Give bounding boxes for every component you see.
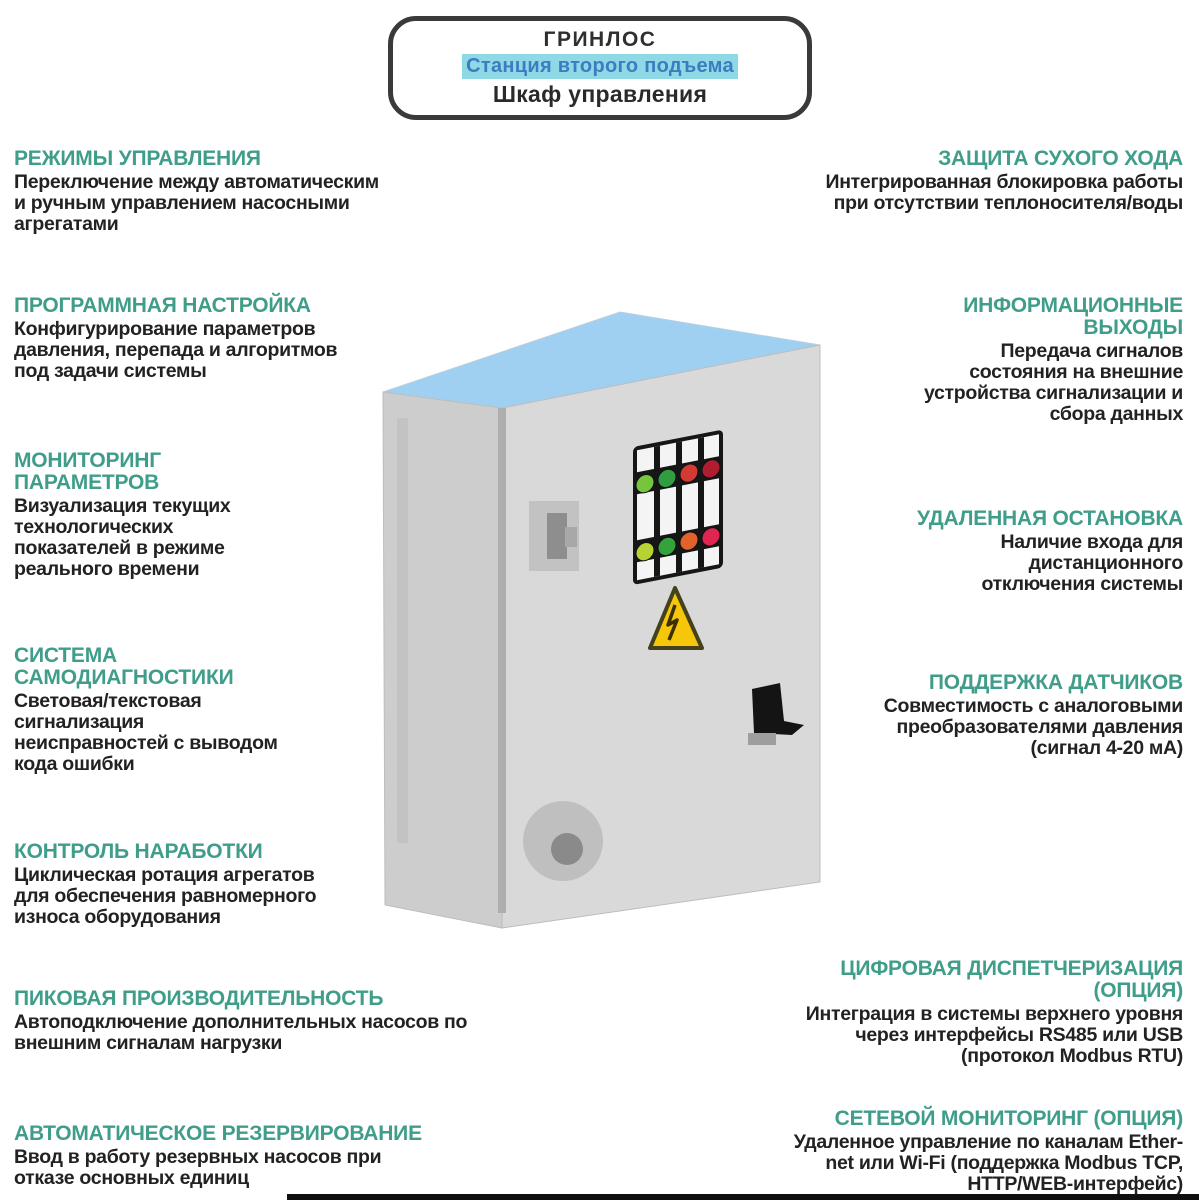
feature-body: Интеграция в системы верхнего уровня чер… xyxy=(805,1003,1184,1067)
feature-runtime-control: КОНТРОЛЬ НАРАБОТКИ Циклическая ротация а… xyxy=(14,840,317,928)
indicator-light xyxy=(701,459,721,479)
feature-heading: СИСТЕМА САМОДИАГНОСТИКИ xyxy=(14,644,234,689)
indicator-light xyxy=(657,468,677,489)
indicator-light xyxy=(635,473,655,494)
feature-body: Наличие входа для дистанционного отключе… xyxy=(981,531,1184,595)
feature-body: Циклическая ротация агрегатов для обеспе… xyxy=(14,864,317,928)
feature-body: Совместимость с аналоговыми преобразоват… xyxy=(883,695,1184,759)
feature-heading: ЦИФРОВАЯ ДИСПЕТЧЕРИЗАЦИЯ (ОПЦИЯ) xyxy=(840,957,1183,1002)
feature-digital-dispatch: ЦИФРОВАЯ ДИСПЕТЧЕРИЗАЦИЯ (ОПЦИЯ) Интегра… xyxy=(805,957,1184,1067)
control-cabinet-illustration xyxy=(363,293,843,948)
feature-body: Световая/текстовая сигнализация неисправ… xyxy=(14,690,278,775)
indicator-panel xyxy=(633,430,723,585)
door-handle xyxy=(752,683,804,735)
feature-programming: ПРОГРАММНАЯ НАСТРОЙКА Конфигурирование п… xyxy=(14,295,337,382)
indicator-light xyxy=(635,541,655,562)
feature-body: Визуализация текущих технологических пок… xyxy=(14,495,231,580)
feature-heading: РЕЖИМЫ УПРАВЛЕНИЯ xyxy=(14,147,261,170)
bottom-border-line xyxy=(287,1194,1199,1200)
feature-heading: УДАЛЕННАЯ ОСТАНОВКА xyxy=(916,507,1183,530)
feature-remote-stop: УДАЛЕННАЯ ОСТАНОВКА Наличие входа для ди… xyxy=(917,508,1183,595)
feature-heading: АВТОМАТИЧЕСКОЕ РЕЗЕРВИРОВАНИЕ xyxy=(14,1122,422,1145)
feature-heading: КОНТРОЛЬ НАРАБОТКИ xyxy=(14,840,263,863)
feature-heading: СЕТЕВОЙ МОНИТОРИНГ (ОПЦИЯ) xyxy=(834,1107,1184,1130)
feature-heading: ПОДДЕРЖКА ДАТЧИКОВ xyxy=(928,671,1183,694)
feature-auto-backup: АВТОМАТИЧЕСКОЕ РЕЗЕРВИРОВАНИЕ Ввод в раб… xyxy=(14,1123,422,1189)
door-knob-lower xyxy=(523,801,603,881)
feature-dry-run-protection: ЗАЩИТА СУХОГО ХОДА Интегрированная блоки… xyxy=(825,148,1183,214)
feature-body: Интегрированная блокировка работы при от… xyxy=(825,171,1183,214)
feature-sensor-support: ПОДДЕРЖКА ДАТЧИКОВ Совместимость с анало… xyxy=(883,671,1184,759)
indicator-light xyxy=(657,536,677,557)
feature-heading: ПРОГРАММНАЯ НАСТРОЙКА xyxy=(14,294,311,317)
feature-monitoring: МОНИТОРИНГ ПАРАМЕТРОВ Визуализация текущ… xyxy=(14,449,231,580)
indicator-light xyxy=(701,527,721,547)
feature-heading: МОНИТОРИНГ ПАРАМЕТРОВ xyxy=(14,449,161,494)
feature-body: Удаленное управление по каналам Ether- n… xyxy=(793,1131,1184,1195)
feature-heading: ПИКОВАЯ ПРОИЗВОДИТЕЛЬНОСТЬ xyxy=(14,987,384,1010)
feature-heading: ИНФОРМАЦИОННЫЕ ВЫХОДЫ xyxy=(963,294,1183,339)
door-latch-upper xyxy=(529,501,579,571)
warning-triangle-icon xyxy=(648,586,704,650)
feature-body: Конфигурирование параметров давления, пе… xyxy=(14,318,338,382)
feature-body: Переключение между автоматическим и ручн… xyxy=(14,171,379,235)
indicator-light xyxy=(679,463,699,483)
feature-body: Ввод в работу резервных насосов при отка… xyxy=(14,1146,382,1189)
title-box: ГРИНЛОС Станция второго подъема Шкаф упр… xyxy=(388,16,812,120)
feature-body: Автоподключение дополнительных насосов п… xyxy=(14,1011,468,1054)
feature-info-outputs: ИНФОРМАЦИОННЫЕ ВЫХОДЫ Передача сигналов … xyxy=(924,295,1183,425)
door-seam xyxy=(498,408,506,913)
station-subtitle: Станция второго подъема xyxy=(462,54,738,79)
feature-control-modes: РЕЖИМЫ УПРАВЛЕНИЯ Переключение между авт… xyxy=(14,148,379,235)
feature-network-monitoring: СЕТЕВОЙ МОНИТОРИНГ (ОПЦИЯ) Удаленное упр… xyxy=(793,1107,1184,1195)
indicator-light xyxy=(679,531,699,551)
side-shadow-strip xyxy=(397,418,408,843)
brand-name: ГРИНЛОС xyxy=(543,28,657,51)
feature-body: Передача сигналов состояния на внешние у… xyxy=(923,340,1183,425)
feature-peak-performance: ПИКОВАЯ ПРОИЗВОДИТЕЛЬНОСТЬ Автоподключен… xyxy=(14,988,467,1054)
handle-base xyxy=(748,733,776,745)
product-title: Шкаф управления xyxy=(492,81,708,107)
feature-self-diagnostics: СИСТЕМА САМОДИАГНОСТИКИ Световая/текстов… xyxy=(14,645,278,775)
feature-heading: ЗАЩИТА СУХОГО ХОДА xyxy=(938,147,1183,170)
